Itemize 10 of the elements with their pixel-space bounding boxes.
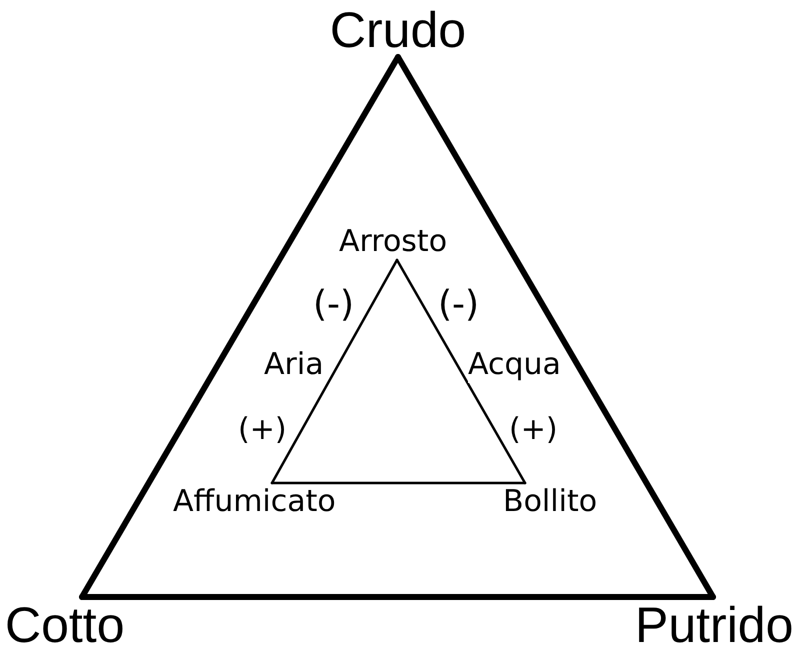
vertex-label: Arrosto	[338, 227, 448, 257]
vertex-label: Cotto	[5, 600, 125, 650]
vertex-label: Affumicato	[173, 487, 336, 517]
triangle-side	[270, 258, 398, 484]
vertex-label: Bollito	[503, 487, 598, 517]
triangle-side	[396, 258, 526, 484]
triangle-side	[79, 594, 716, 600]
triangle-side	[270, 482, 526, 484]
vertex-label: Putrido	[635, 600, 794, 650]
vertex-label: Crudo	[330, 5, 466, 55]
